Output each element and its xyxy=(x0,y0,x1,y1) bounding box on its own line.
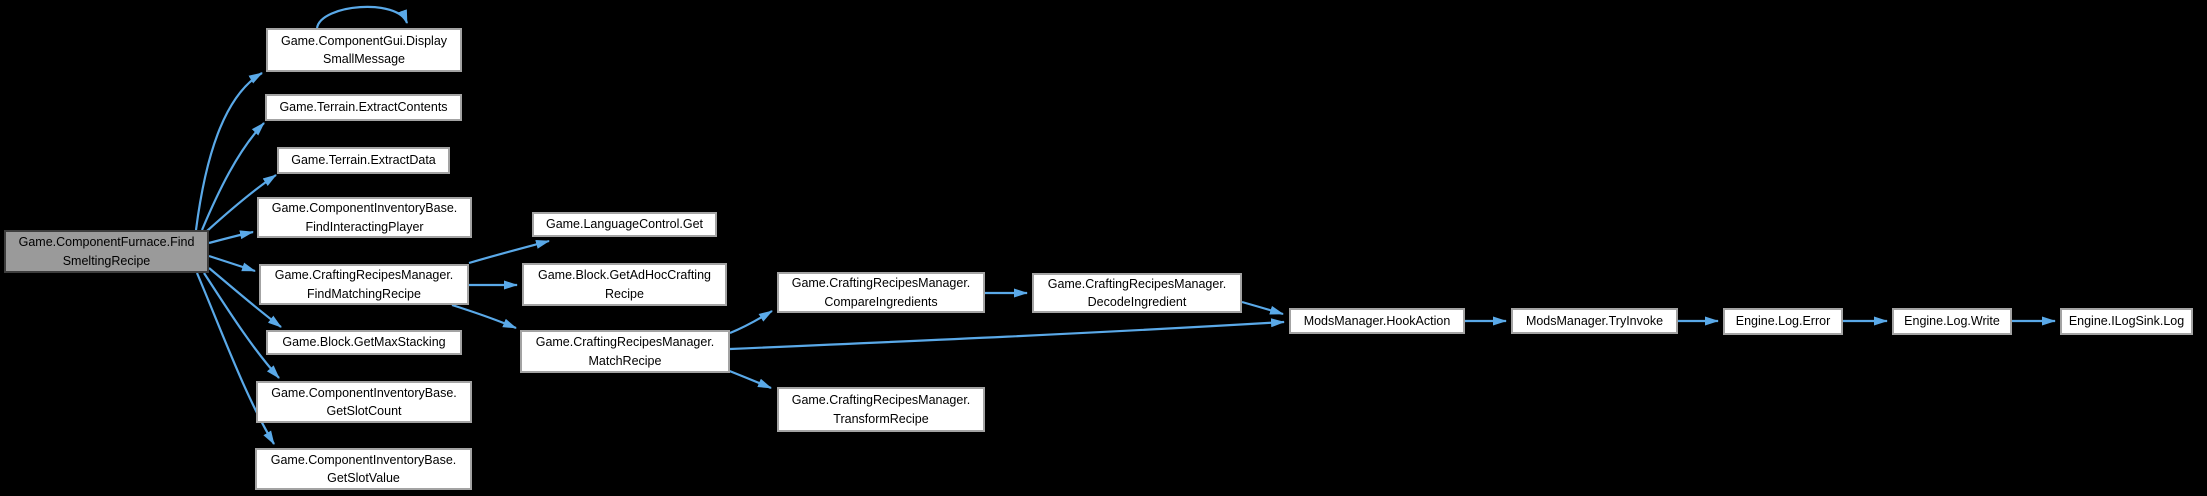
node-label: GetSlotValue xyxy=(327,471,400,485)
node-label: MatchRecipe xyxy=(588,353,662,368)
node-label: Game.ComponentInventoryBase. xyxy=(271,201,458,215)
edge-match-recipe-to-hook-action xyxy=(729,318,1285,351)
node-label: FindInteractingPlayer xyxy=(305,219,424,234)
node-label: Engine.Log.Error xyxy=(1735,314,1831,329)
node-log-write[interactable]: Engine.Log.Write xyxy=(1892,308,2012,335)
node-match-recipe[interactable]: Game.CraftingRecipesManager. MatchRecipe xyxy=(520,330,730,373)
node-label: Game.Block.GetMaxStacking xyxy=(282,335,446,350)
node-label: DecodeIngredient xyxy=(1087,295,1187,309)
node-transform-recipe[interactable]: Game.CraftingRecipesManager. TransformRec… xyxy=(777,387,985,432)
node-label: Engine.ILogSink.Log xyxy=(2068,314,2185,329)
edge-find-smelting-recipe-to-get-slot-value xyxy=(195,272,275,445)
node-label: Game.Block.GetAdHocCrafting xyxy=(538,268,711,282)
edge-find-smelting-recipe-to-extract-contents xyxy=(200,122,265,231)
edge-display-small-message-to-display-small-message xyxy=(315,5,409,29)
node-label: GetSlotCount xyxy=(326,404,402,418)
node-label: Engine.Log.Write xyxy=(1904,314,2000,329)
edge-find-smelting-recipe-to-find-interacting-player xyxy=(208,230,254,245)
node-label: Game.CraftingRecipesManager. xyxy=(1047,276,1227,291)
node-get-slot-value[interactable]: Game.ComponentInventoryBase. GetSlotValue xyxy=(255,448,472,490)
node-find-interacting-player[interactable]: Game.ComponentInventoryBase. FindInteract… xyxy=(257,197,472,238)
node-label: CompareIngredients xyxy=(824,294,938,309)
edge-find-smelting-recipe-to-get-slot-count xyxy=(203,272,280,379)
node-label: ModsManager.HookAction xyxy=(1303,313,1451,328)
node-language-control-get[interactable]: Game.LanguageControl.Get xyxy=(532,212,717,237)
node-label: Game.ComponentFurnace.Find xyxy=(18,235,195,249)
node-try-invoke[interactable]: ModsManager.TryInvoke xyxy=(1511,308,1678,334)
edge-match-recipe-to-transform-recipe xyxy=(726,368,772,390)
node-label: Game.ComponentInventoryBase. xyxy=(271,385,457,400)
node-label: ModsManager.TryInvoke xyxy=(1525,313,1664,328)
node-label: Game.Terrain.ExtractContents xyxy=(279,100,448,115)
node-label: FindMatchingRecipe xyxy=(307,286,421,301)
edge-find-smelting-recipe-to-display-small-message xyxy=(194,72,263,231)
node-label: Game.CraftingRecipesManager. xyxy=(791,276,971,290)
node-label: SmeltingRecipe xyxy=(62,253,151,268)
node-extract-contents[interactable]: Game.Terrain.ExtractContents xyxy=(265,94,462,121)
node-label: Game.Terrain.ExtractData xyxy=(291,153,436,168)
edge-find-smelting-recipe-to-extract-data xyxy=(206,174,277,232)
node-label: TransformRecipe xyxy=(833,411,929,426)
node-label: Recipe xyxy=(605,286,644,301)
node-label: Game.CraftingRecipesManager. xyxy=(535,335,715,349)
node-decode-ingredient[interactable]: Game.CraftingRecipesManager. DecodeIngred… xyxy=(1032,273,1242,313)
node-label: SmallMessage xyxy=(323,52,405,66)
edge-find-matching-recipe-to-language-control-get xyxy=(468,239,550,265)
edge-find-smelting-recipe-to-find-matching-recipe xyxy=(208,254,256,273)
node-hook-action[interactable]: ModsManager.HookAction xyxy=(1289,308,1465,334)
node-log-error[interactable]: Engine.Log.Error xyxy=(1723,308,1843,335)
node-label: Game.ComponentInventoryBase. xyxy=(270,452,457,467)
edge-find-smelting-recipe-to-get-max-stacking xyxy=(208,267,282,328)
node-find-matching-recipe[interactable]: Game.CraftingRecipesManager. FindMatching… xyxy=(259,264,469,305)
edge-match-recipe-to-compare-ingredients xyxy=(729,310,773,335)
edges-group xyxy=(194,5,2056,445)
node-label: Game.CraftingRecipesManager. xyxy=(791,393,971,407)
node-ilogsink-log[interactable]: Engine.ILogSink.Log xyxy=(2060,308,2193,335)
edge-find-matching-recipe-to-match-recipe xyxy=(451,303,517,330)
node-get-max-stacking[interactable]: Game.Block.GetMaxStacking xyxy=(266,330,462,355)
node-label: Game.ComponentGui.Display xyxy=(280,33,448,48)
edge-decode-ingredient-to-hook-action xyxy=(1241,300,1284,316)
node-extract-data[interactable]: Game.Terrain.ExtractData xyxy=(277,147,450,174)
node-get-slot-count[interactable]: Game.ComponentInventoryBase. GetSlotCount xyxy=(256,381,472,423)
node-compare-ingredients[interactable]: Game.CraftingRecipesManager. CompareIngre… xyxy=(777,272,985,313)
node-label: Game.LanguageControl.Get xyxy=(545,217,704,232)
node-label: Game.CraftingRecipesManager. xyxy=(274,268,454,282)
